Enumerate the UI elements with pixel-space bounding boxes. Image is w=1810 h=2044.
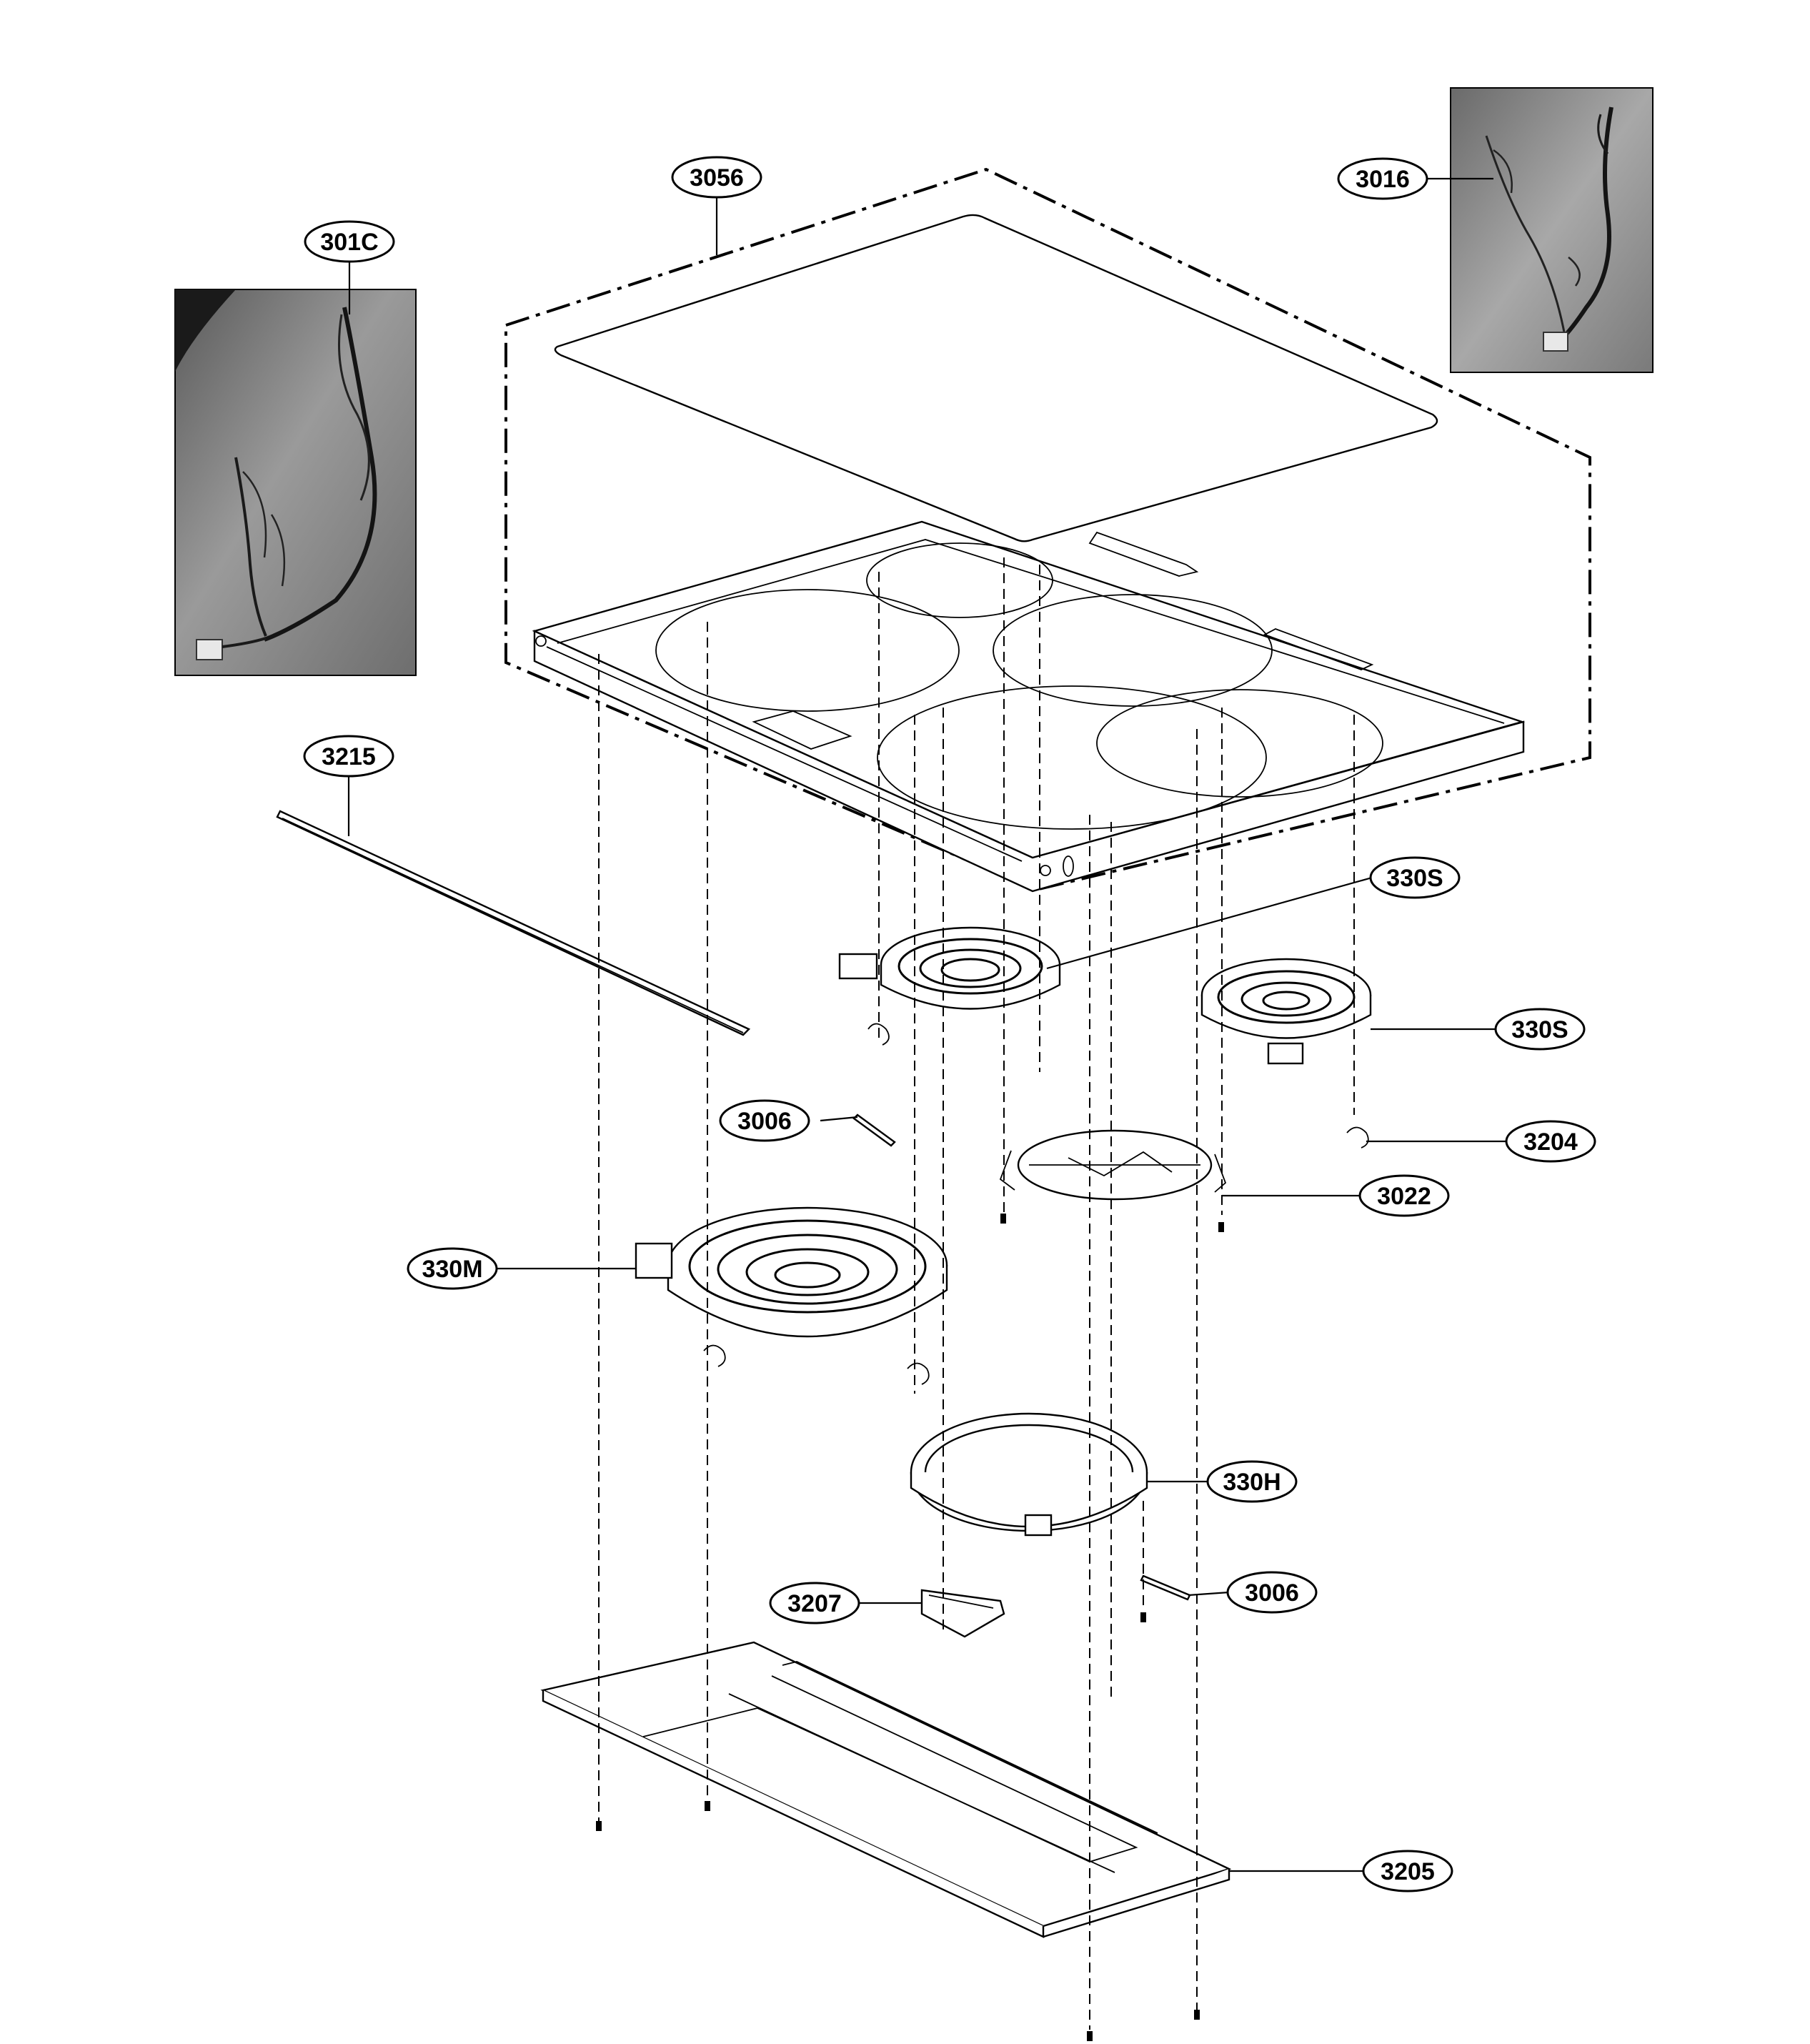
bracket-3207 [920,1589,1005,1638]
callout-label: 3215 [322,743,376,770]
callout-3215: 3215 [303,735,394,778]
surface-element-330s-right [1200,958,1372,1065]
callout-3207: 3207 [769,1582,860,1624]
callout-label: 330S [1386,865,1443,892]
callout-330s-upper: 330S [1369,856,1461,899]
assembly-axes [598,557,1355,2030]
callout-3022: 3022 [1358,1174,1450,1217]
callout-label: 330S [1511,1016,1568,1043]
callout-label: 3207 [787,1590,842,1617]
callout-label: 3022 [1377,1183,1431,1210]
callout-label: 3006 [737,1108,792,1135]
trim-strip-3215 [276,810,751,1036]
callout-3056: 3056 [671,156,762,199]
callout-label: 3205 [1381,1858,1435,1885]
surface-element-330s-left [838,926,1061,1046]
callout-3016: 3016 [1337,157,1428,200]
callout-label: 3016 [1356,166,1410,193]
callout-3205: 3205 [1362,1850,1453,1892]
bracket-plate-3022 [999,1129,1227,1201]
callout-330s-lower: 330S [1494,1008,1586,1051]
clip-3204 [1346,1126,1369,1148]
callout-label: 3204 [1523,1128,1578,1156]
callout-3204: 3204 [1505,1120,1596,1163]
callout-label: 3006 [1245,1579,1299,1607]
sensor-3006-upper [852,1113,896,1147]
callout-label: 330M [422,1256,482,1283]
callout-301c: 301C [304,220,395,263]
wire-harness-301c-photo [174,289,417,676]
callout-label: 330H [1223,1469,1281,1496]
leader-lines [347,177,1510,1872]
glass-cooktop [554,214,1438,542]
screws [596,1214,1224,2041]
wire-harness-3016-photo [1450,87,1654,373]
callout-3006-lower: 3006 [1226,1571,1318,1614]
sensor-3006-lower [1140,1574,1191,1601]
cooktop-assembly-3056 [504,167,1591,893]
ring-element-330h [910,1412,1148,1537]
callout-330h: 330H [1206,1460,1298,1503]
callout-label: 301C [320,229,378,256]
callout-3006-upper: 3006 [719,1099,810,1142]
callout-label: 3056 [690,164,744,192]
callout-330m: 330M [407,1247,498,1290]
bottom-tray-3205 [540,1641,1232,1938]
surface-element-330m [635,1206,948,1385]
